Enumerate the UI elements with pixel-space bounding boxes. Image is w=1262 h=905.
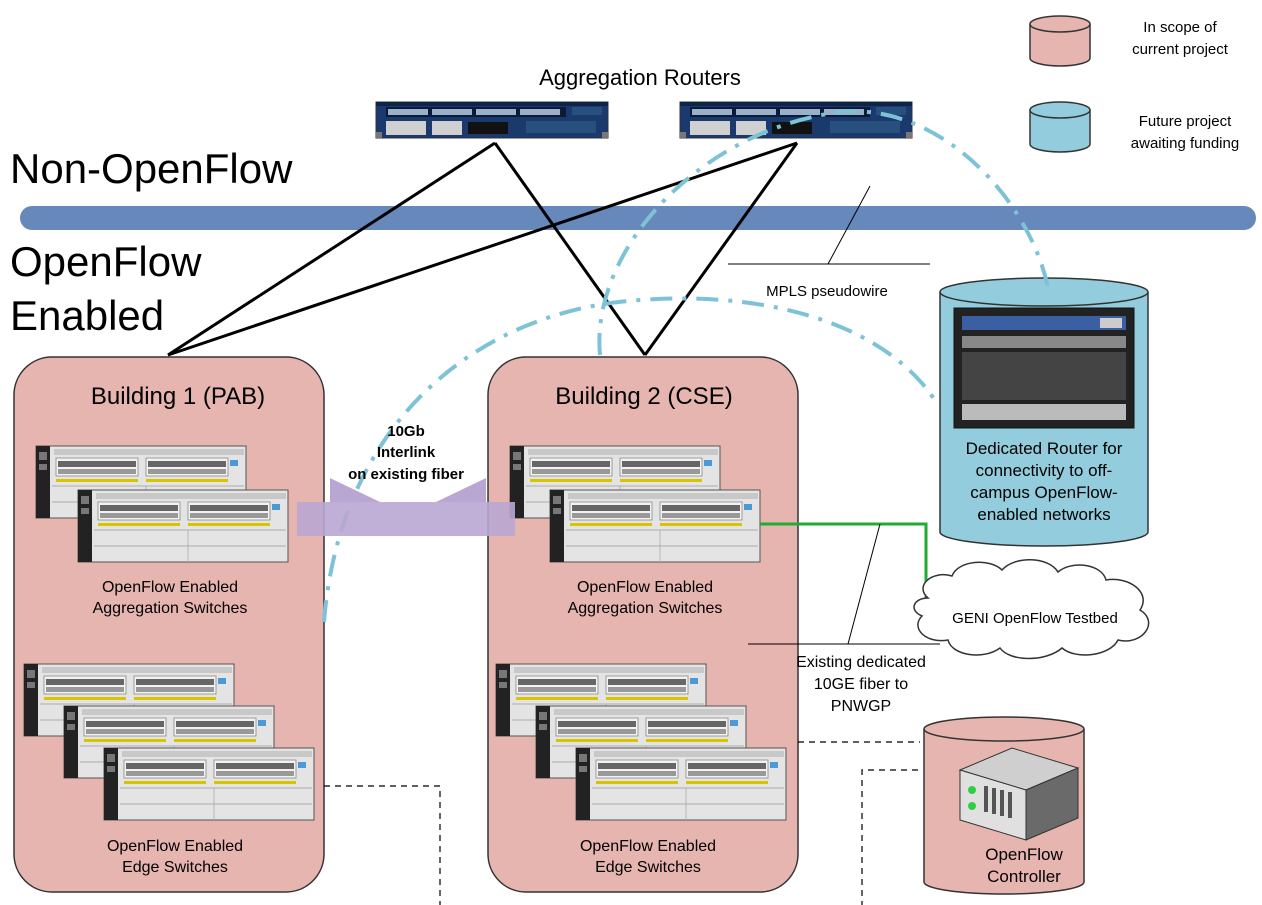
- dedicated-router-text-4: enabled networks: [977, 505, 1110, 524]
- network-boundary-band: [20, 206, 1256, 230]
- interlink-left-wedge: [330, 478, 380, 502]
- legend-in-scope-cylinder-icon: [1029, 24, 1091, 67]
- interlink-text-1: 10Gb: [387, 423, 425, 440]
- mpls-label: MPLS pseudowire: [766, 283, 888, 300]
- interlink-text-2: Interlink: [377, 444, 436, 461]
- b1-edge-text-2: Edge Switches: [122, 859, 228, 876]
- b2-agg-switch-2-icon: [549, 489, 761, 563]
- interlink-text-3: on existing fiber: [348, 466, 464, 483]
- b2-agg-text-2: Aggregation Switches: [568, 600, 723, 617]
- fiber-note-text-2: 10GE fiber to: [814, 676, 908, 693]
- dedicated-router-text-3: campus OpenFlow-: [970, 483, 1117, 502]
- fiber-note-text-1: Existing dedicated: [796, 654, 926, 671]
- b2-edge-text-2: Edge Switches: [595, 859, 701, 876]
- openflow-enabled-label-2: Enabled: [10, 292, 164, 339]
- b1-edge-text-1: OpenFlow Enabled: [107, 838, 243, 855]
- aggregation-router-1-icon: [375, 101, 609, 139]
- server-icon: [958, 747, 1080, 841]
- router-uplinks: [167, 141, 799, 357]
- legend-future-text-1: Future project: [1139, 113, 1232, 130]
- building-2-title: Building 2 (CSE): [555, 383, 732, 410]
- fiber-link: [760, 522, 928, 600]
- aggregation-routers-label: Aggregation Routers: [539, 65, 741, 90]
- dedicated-router-text-2: connectivity to off-: [976, 461, 1113, 480]
- building-1-title: Building 1 (PAB): [91, 383, 265, 410]
- b1-agg-text-2: Aggregation Switches: [93, 600, 248, 617]
- fiber-callout: [748, 523, 940, 645]
- non-openflow-label: Non-OpenFlow: [10, 145, 293, 192]
- openflow-enabled-label-1: OpenFlow: [10, 238, 202, 285]
- controller-text-2: Controller: [987, 867, 1061, 886]
- mpls-callout: [728, 185, 930, 265]
- legend: In scope of current project Future proje…: [1029, 15, 1239, 153]
- interlink-right-wedge: [436, 478, 486, 502]
- legend-in-scope-text-1: In scope of: [1143, 19, 1217, 36]
- interlink-bar: [297, 502, 515, 536]
- b1-agg-text-1: OpenFlow Enabled: [102, 579, 238, 596]
- geni-cloud-icon: [913, 559, 1150, 660]
- controller-text-1: OpenFlow: [985, 845, 1063, 864]
- dedicated-router-text-1: Dedicated Router for: [966, 439, 1123, 458]
- b1-edge-switch-3-icon: [103, 747, 315, 821]
- future-links: [322, 109, 1050, 623]
- dedicated-router-chassis-icon: [953, 307, 1135, 429]
- geni-testbed-label: GENI OpenFlow Testbed: [952, 610, 1118, 627]
- b2-edge-switch-3-icon: [575, 747, 787, 821]
- b2-agg-text-1: OpenFlow Enabled: [577, 579, 713, 596]
- control-links: [324, 741, 920, 905]
- b1-agg-switch-2-icon: [77, 489, 289, 563]
- legend-in-scope-text-2: current project: [1132, 41, 1229, 58]
- legend-future-text-2: awaiting funding: [1131, 135, 1239, 152]
- fiber-note-text-3: PNWGP: [831, 698, 891, 715]
- legend-future-cylinder-icon: [1029, 110, 1091, 153]
- b2-edge-text-1: OpenFlow Enabled: [580, 838, 716, 855]
